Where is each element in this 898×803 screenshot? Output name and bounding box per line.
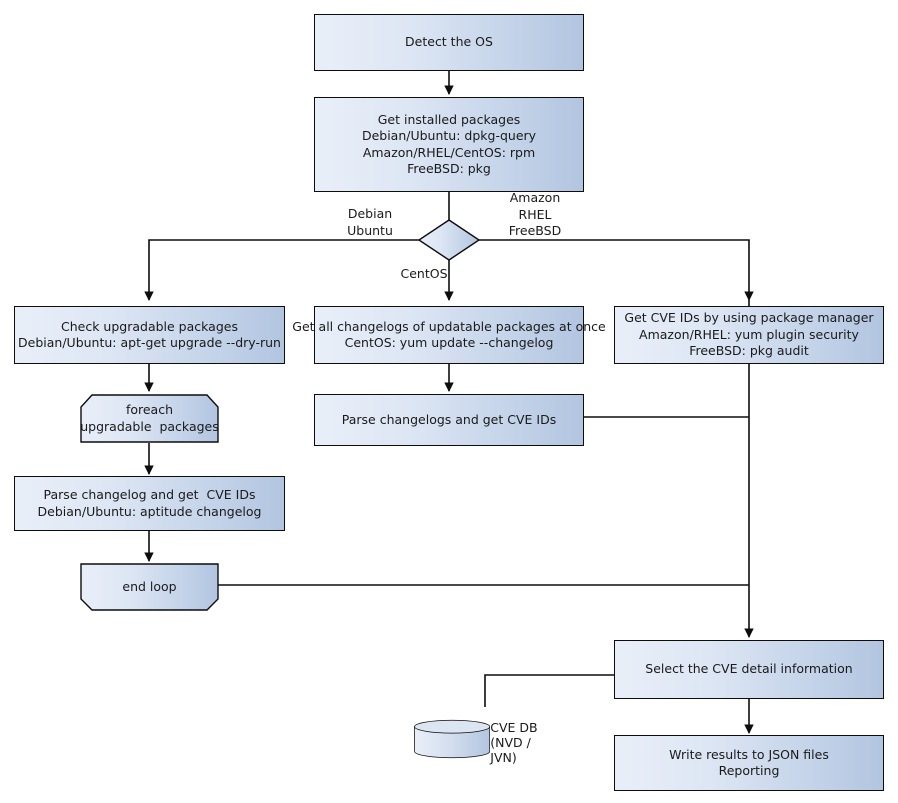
node-cve-database-label: CVE DB (NVD / JVN) — [490, 719, 538, 765]
node-detect-os-label: Detect the OS — [405, 34, 493, 50]
node-get-cve-ids-package-manager-label: Get CVE IDs by using package manager Ama… — [624, 310, 874, 359]
node-get-installed-packages[interactable]: Get installed packages Debian/Ubuntu: dp… — [314, 97, 584, 192]
node-get-cve-ids-package-manager[interactable]: Get CVE IDs by using package manager Ama… — [614, 306, 884, 364]
node-detect-os[interactable]: Detect the OS — [314, 14, 584, 71]
loop-start-shape — [80, 394, 219, 443]
decision-diamond-shape — [417, 219, 481, 261]
node-end-loop-label: end loop — [122, 578, 177, 594]
edge-label-amazon-rhel-freebsd: Amazon RHEL FreeBSD — [508, 190, 562, 238]
node-check-upgradable-packages-label: Check upgradable packages Debian/Ubuntu:… — [18, 318, 281, 351]
node-foreach-loop-start[interactable]: foreach upgradable packages — [80, 394, 219, 443]
node-parse-changelogs-centos-label: Parse changelogs and get CVE IDs — [341, 411, 557, 427]
node-parse-changelogs-centos[interactable]: Parse changelogs and get CVE IDs — [314, 394, 584, 446]
loop-end-shape — [80, 563, 219, 611]
node-parse-changelog-debian[interactable]: Parse changelog and get CVE IDs Debian/U… — [14, 476, 285, 531]
edge-label-centos: CentOS — [400, 266, 448, 281]
node-get-all-changelogs-label: Get all changelogs of updatable packages… — [292, 318, 606, 351]
node-write-results-label: Write results to JSON files Reporting — [669, 746, 829, 779]
database-cylinder-shape — [414, 719, 491, 759]
node-get-installed-packages-label: Get installed packages Debian/Ubuntu: dp… — [361, 111, 537, 177]
node-get-all-changelogs[interactable]: Get all changelogs of updatable packages… — [292, 306, 606, 364]
node-check-upgradable-packages[interactable]: Check upgradable packages Debian/Ubuntu:… — [14, 306, 285, 364]
node-decision-os-family[interactable] — [417, 218, 481, 262]
node-parse-changelog-debian-label: Parse changelog and get CVE IDs Debian/U… — [37, 487, 262, 519]
node-end-loop[interactable]: end loop — [80, 563, 219, 611]
node-cve-database[interactable]: CVE DB (NVD / JVN) — [414, 703, 556, 775]
node-foreach-loop-start-label: foreach upgradable packages — [80, 402, 219, 434]
node-select-cve-detail[interactable]: Select the CVE detail information — [614, 640, 884, 699]
node-select-cve-detail-label: Select the CVE detail information — [645, 661, 853, 677]
node-write-results[interactable]: Write results to JSON files Reporting — [614, 735, 884, 791]
edge-label-debian-ubuntu: Debian Ubuntu — [347, 206, 393, 238]
